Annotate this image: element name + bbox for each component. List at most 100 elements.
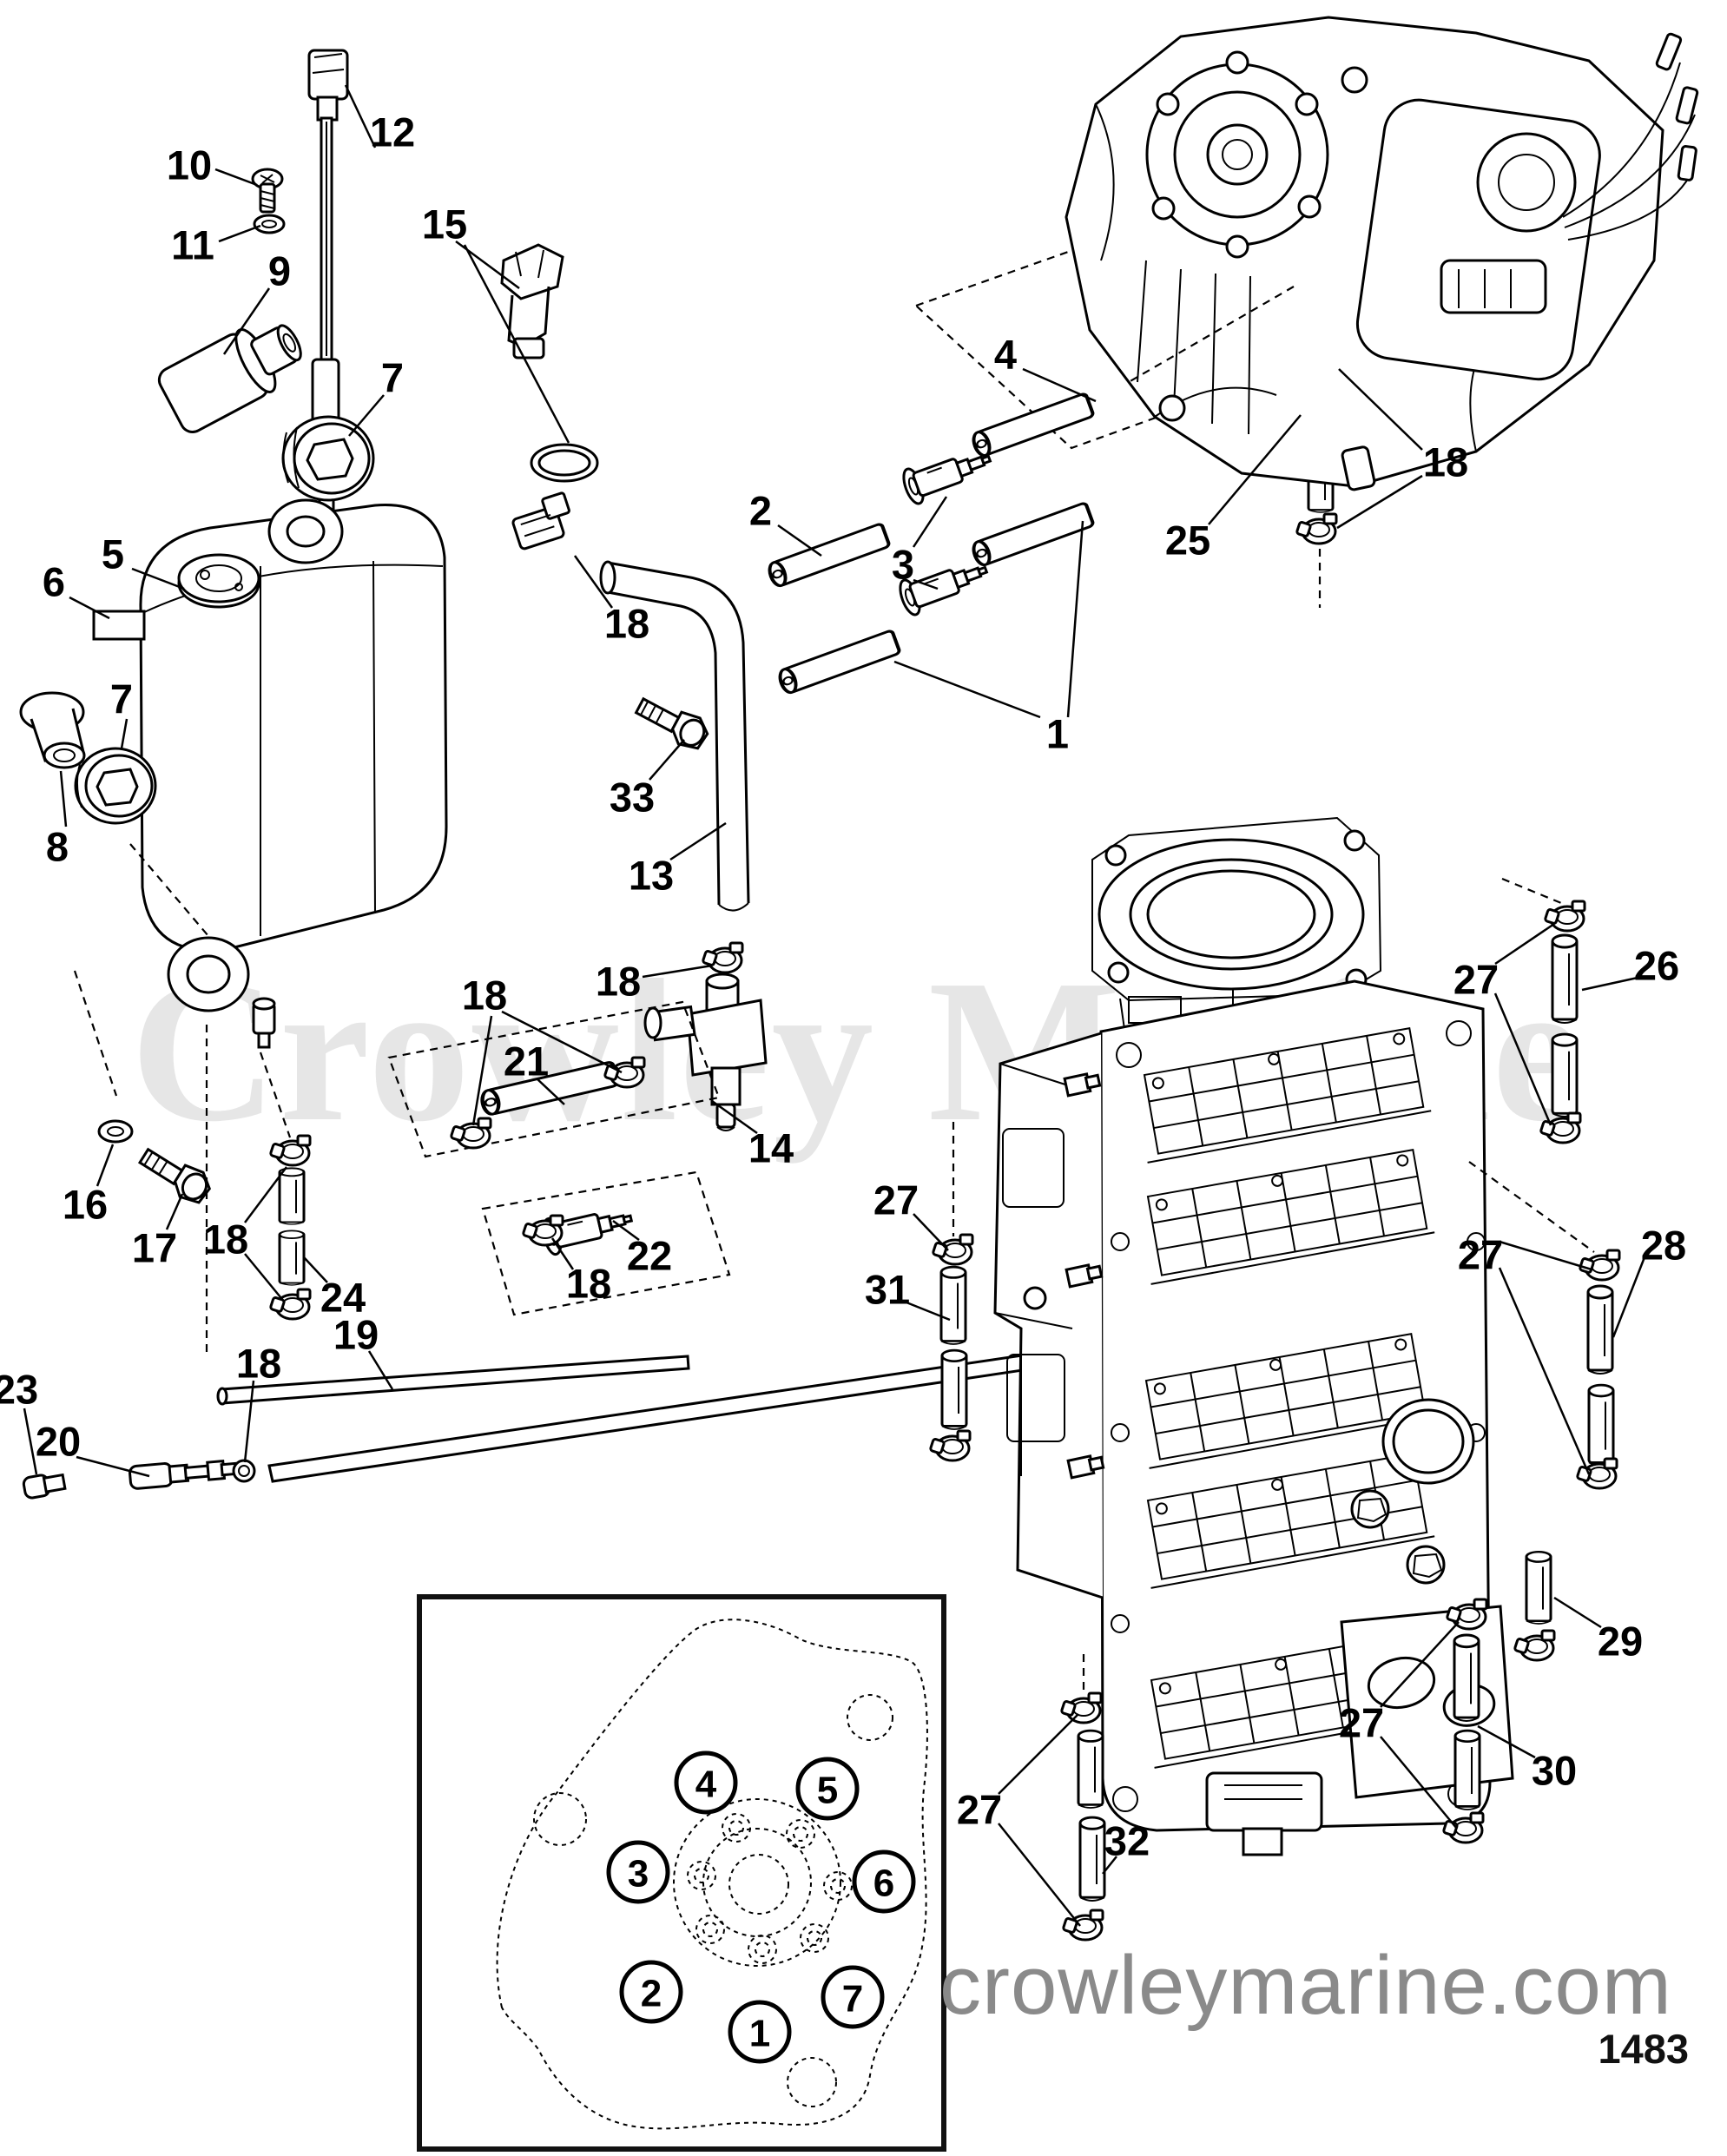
part-label-27: 27 — [957, 1787, 1002, 1833]
part-label-23: 23 — [0, 1367, 38, 1413]
leader-line — [998, 1823, 1081, 1927]
part-label-20: 20 — [36, 1419, 81, 1465]
part-label-19: 19 — [333, 1312, 379, 1358]
part-label-9: 9 — [268, 248, 291, 294]
leader-line — [573, 555, 614, 609]
leader-line — [1498, 1267, 1591, 1475]
part-label-27: 27 — [1453, 957, 1499, 1003]
dash-guide — [73, 970, 118, 1097]
leader-line — [711, 1099, 758, 1135]
site-url: crowleymarine.com — [939, 1939, 1672, 2032]
part-label-18: 18 — [1423, 439, 1468, 485]
part-label-10: 10 — [167, 142, 212, 188]
leader-line — [913, 1213, 949, 1251]
torque-circle-1 — [728, 2000, 792, 2064]
leader-line — [303, 1256, 328, 1283]
filler-plug-drawing — [281, 415, 375, 502]
part-label-18: 18 — [203, 1216, 248, 1263]
leader-line — [649, 739, 685, 781]
part-label-27: 27 — [1339, 1700, 1384, 1746]
leader-line — [1612, 1256, 1646, 1338]
leader-line — [1553, 1596, 1602, 1629]
leader-line — [1477, 1724, 1536, 1759]
leader-line — [998, 1713, 1079, 1795]
hose-21-assembly — [387, 1000, 721, 1158]
part-label-7: 7 — [381, 355, 404, 401]
leader-line — [536, 1078, 565, 1105]
leader-line — [550, 1237, 575, 1270]
leader-line — [1066, 520, 1084, 718]
part-label-27: 27 — [1458, 1232, 1503, 1278]
leader-line — [1493, 992, 1552, 1126]
part-label-31: 31 — [865, 1267, 910, 1313]
hose-28-stack — [1468, 1161, 1621, 1490]
dash-guide — [259, 1052, 292, 1138]
leader-line — [367, 1350, 394, 1390]
torque-number-1: 1 — [749, 2013, 770, 2055]
leader-line — [1208, 414, 1302, 525]
decal-6-drawing — [92, 610, 146, 641]
part-label-17: 17 — [132, 1225, 177, 1271]
part-label-6: 6 — [43, 559, 65, 605]
part-label-8: 8 — [46, 824, 69, 870]
torque-number-6: 6 — [873, 1863, 894, 1905]
leader-line — [913, 578, 939, 590]
part-label-3: 3 — [892, 542, 914, 588]
leader-line — [120, 718, 129, 749]
leader-line — [348, 394, 385, 437]
leader-line — [59, 770, 68, 827]
part-label-16: 16 — [63, 1182, 108, 1228]
part-label-33: 33 — [610, 775, 655, 821]
leader-line — [222, 287, 271, 355]
leader-line — [471, 1015, 493, 1126]
part-label-32: 32 — [1104, 1818, 1150, 1864]
torque-number-4: 4 — [695, 1764, 717, 1806]
leader-line — [501, 1010, 623, 1074]
torque-circle-6 — [852, 1849, 916, 1914]
part-label-4: 4 — [994, 332, 1017, 378]
leader-line — [131, 567, 185, 590]
part-label-18: 18 — [604, 601, 649, 647]
float-switch-drawing — [500, 243, 599, 483]
part-label-22: 22 — [627, 1233, 672, 1279]
leader-line — [218, 224, 261, 243]
part-label-27: 27 — [873, 1177, 919, 1223]
hose-31-stack — [928, 1122, 974, 1462]
part-label-11: 11 — [171, 222, 214, 268]
part-label-12: 12 — [370, 109, 415, 155]
leader-line — [1336, 474, 1423, 530]
part-label-1: 1 — [1046, 711, 1069, 757]
oil-tank-drawing — [139, 491, 570, 1049]
oil-level-sensor-drawing — [157, 324, 302, 433]
leader-line — [96, 1144, 115, 1187]
leader-line — [344, 84, 377, 148]
part-label-18: 18 — [236, 1341, 281, 1387]
check-valve-22-assembly — [481, 1170, 731, 1316]
oil-line-assembly — [22, 1342, 1107, 1500]
leader-line — [1494, 922, 1555, 966]
part-label-26: 26 — [1634, 943, 1679, 989]
compressor-assembly-drawing — [1065, 16, 1699, 491]
part-label-18: 18 — [596, 959, 641, 1005]
part-label-13: 13 — [629, 853, 674, 899]
leader-line — [912, 496, 948, 548]
part-label-7: 7 — [110, 676, 133, 722]
part-label-21: 21 — [504, 1038, 549, 1085]
washer-bolt-drawing — [97, 1119, 217, 1210]
hose-26-stack — [1501, 877, 1586, 1144]
leader-line — [1338, 368, 1423, 451]
screw-washer-drawing — [251, 168, 286, 234]
torque-circle-5 — [795, 1757, 860, 1821]
leader-line — [69, 596, 110, 620]
part-label-18: 18 — [462, 973, 507, 1019]
leader-line — [642, 964, 713, 979]
leader-line — [1581, 976, 1638, 992]
leader-line — [214, 168, 258, 187]
drain-plug-drawing — [19, 691, 157, 825]
leader-line — [463, 244, 570, 444]
torque-number-7: 7 — [842, 1978, 863, 2021]
leader-line — [165, 1193, 184, 1230]
torque-circle-7 — [821, 1965, 885, 2029]
